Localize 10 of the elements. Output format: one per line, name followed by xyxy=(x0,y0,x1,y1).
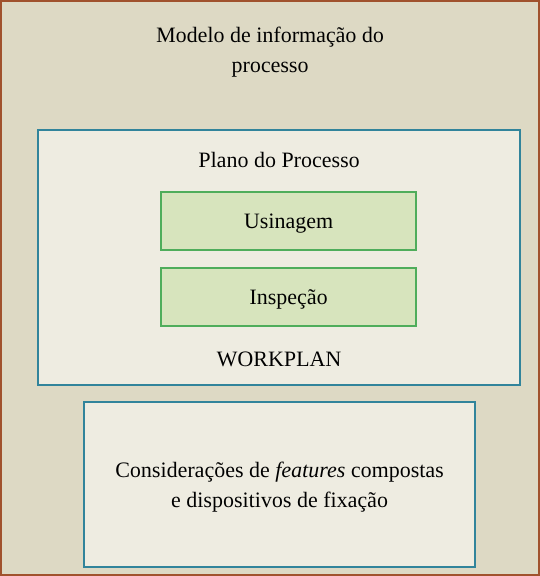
node-label: Modelo de informação do processo xyxy=(155,21,385,79)
process-box xyxy=(37,129,521,386)
process-box xyxy=(160,191,417,251)
node-label: WORKPLAN xyxy=(216,345,342,373)
node-label: Inspeção xyxy=(248,283,329,311)
process-box xyxy=(160,267,417,327)
node-label: Considerações de features compostas e dispositivos de fixação xyxy=(114,456,445,514)
node-label: Usinagem xyxy=(242,207,334,235)
process-box xyxy=(83,401,476,568)
node-label: Plano do Processo xyxy=(197,146,361,174)
